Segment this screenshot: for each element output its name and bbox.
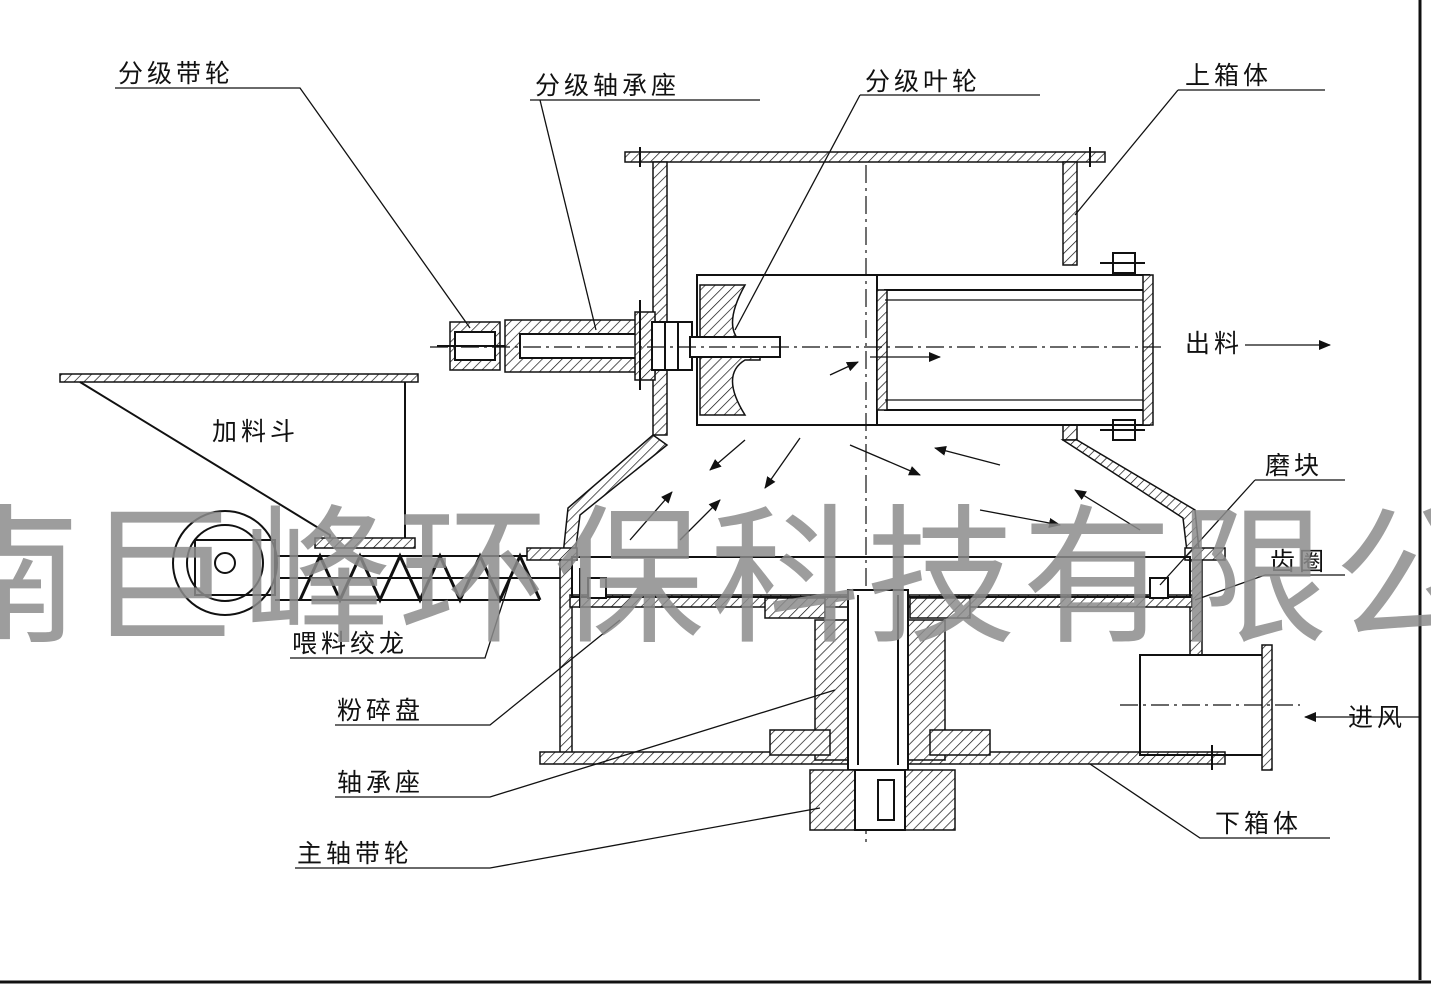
feed-hopper — [59, 373, 419, 549]
leader-lines — [115, 87, 1420, 869]
label-hopper: 加料斗 — [212, 417, 299, 446]
label-gear-ring: 齿圈 — [1270, 547, 1328, 576]
label-grinding-block: 磨块 — [1265, 451, 1323, 480]
feed-screw — [172, 510, 570, 616]
label-air-inlet: 进风 — [1348, 703, 1406, 732]
label-main-shaft-pulley: 主轴带轮 — [297, 839, 413, 868]
label-lower-box: 下箱体 — [1215, 809, 1302, 838]
label-feed-screw: 喂料绞龙 — [292, 629, 408, 658]
watermark-text: 南巨峰环保科技有限公 — [0, 492, 1431, 666]
upper-box — [562, 147, 1201, 561]
label-discharge: 出料 — [1185, 329, 1243, 358]
label-crushing-disc: 粉碎盘 — [337, 696, 424, 725]
label-classifier-pulley: 分级带轮 — [118, 59, 234, 88]
labels: 分级带轮 分级轴承座 分级叶轮 上箱体 出料 加料斗 磨块 齿圈 喂料绞龙 粉碎… — [118, 59, 1406, 868]
label-classifier-impeller: 分级叶轮 — [865, 67, 981, 96]
label-classifier-bearing-seat: 分级轴承座 — [535, 71, 680, 100]
label-bearing-seat: 轴承座 — [337, 768, 424, 797]
airflow-arrows — [629, 352, 1141, 541]
label-upper-box: 上箱体 — [1185, 61, 1272, 90]
